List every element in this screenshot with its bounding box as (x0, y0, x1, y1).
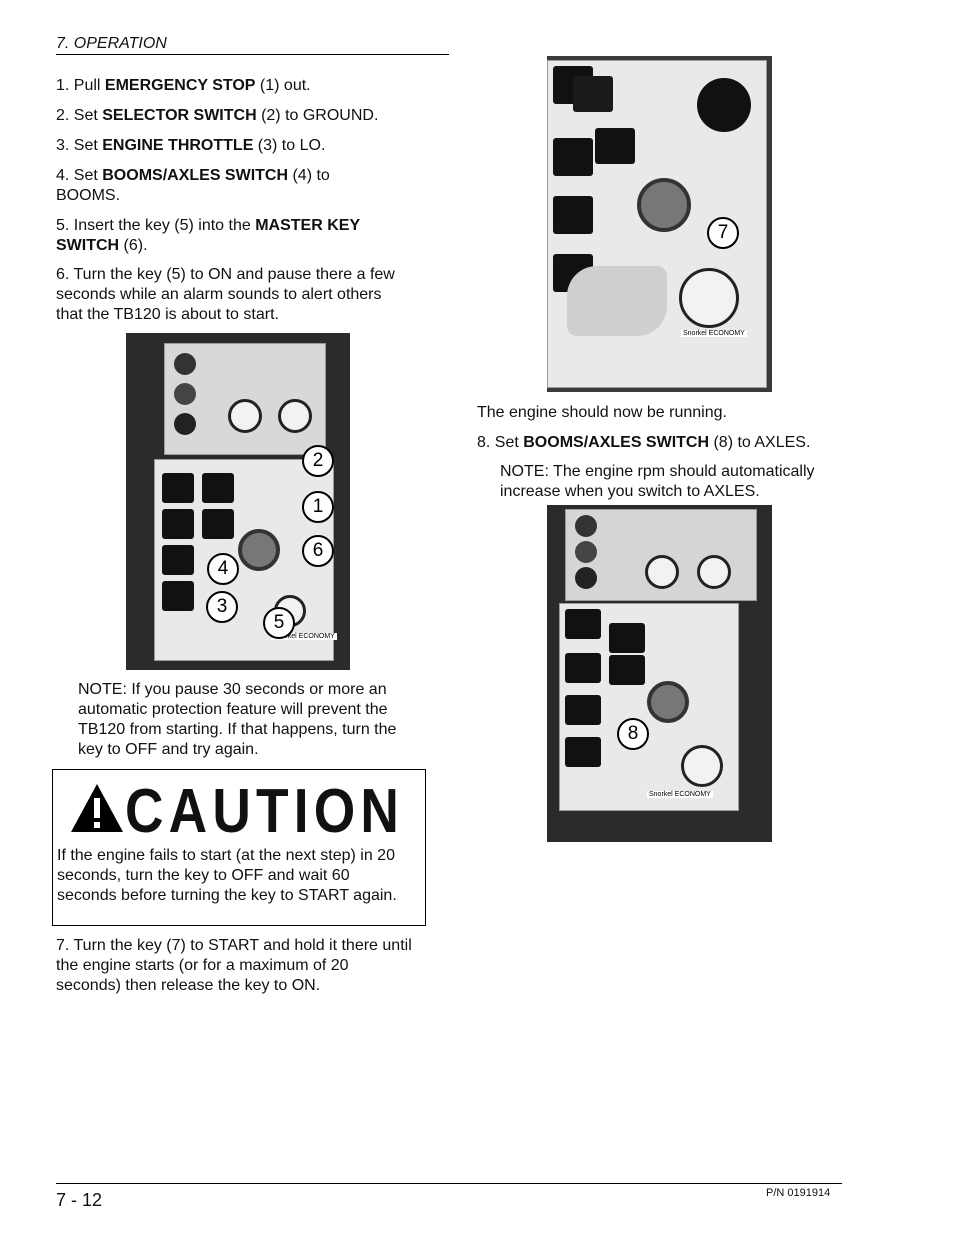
control-switch (162, 473, 194, 503)
step-1-pre: 1. Pull (56, 77, 105, 94)
gauge (228, 399, 262, 433)
emergency-stop-button (238, 529, 280, 571)
step-3: 3. Set ENGINE THROTTLE (3) to LO. (56, 136, 436, 156)
gauge (697, 555, 731, 589)
indicator-light (575, 541, 597, 563)
step-4-bold: BOOMS/AXLES SWITCH (102, 167, 289, 184)
section-header: 7. OPERATION (56, 35, 449, 55)
step-2: 2. Set SELECTOR SWITCH (2) to GROUND. (56, 106, 436, 126)
indicator-light (174, 383, 196, 405)
callout-1: 1 (302, 491, 334, 523)
step-8: 8. Set BOOMS/AXLES SWITCH (8) to AXLES. (477, 433, 857, 453)
indicator-light (575, 567, 597, 589)
step-2-bold: SELECTOR SWITCH (102, 107, 257, 124)
photo-control-box-axles: Snorkel ECONOMY 8 (547, 505, 772, 842)
step-1-bold: EMERGENCY STOP (104, 77, 256, 94)
callout-7: 7 (707, 217, 739, 249)
hour-meter (679, 268, 739, 328)
step-3-bold: ENGINE THROTTLE (102, 137, 254, 154)
photo-control-box-1: Snorkel ECONOMY 2 1 6 4 3 5 (126, 333, 350, 670)
brand-plate: Snorkel ECONOMY (271, 633, 337, 640)
step-4-pre: 4. Set (56, 167, 103, 184)
control-switch (162, 581, 194, 611)
hand-with-key (567, 266, 667, 336)
control-switch (565, 609, 601, 639)
step-5-post: (6). (119, 237, 148, 254)
brand-plate: Snorkel ECONOMY (647, 791, 713, 798)
control-switch (202, 509, 234, 539)
photo-key-start: Snorkel ECONOMY 7 (547, 56, 772, 392)
page-number: 7 - 12 (56, 1190, 103, 1210)
note-pause: NOTE: If you pause 30 seconds or more an… (78, 681, 397, 758)
callout-3: 3 (206, 591, 238, 623)
warning-triangle-icon (71, 784, 123, 832)
indicator-light (174, 353, 196, 375)
step-2-pre: 2. Set (56, 107, 103, 124)
control-switch (565, 653, 601, 683)
callout-5: 5 (263, 607, 295, 639)
throttle-dial (697, 78, 751, 132)
control-switch (595, 128, 635, 164)
callout-4: 4 (207, 553, 239, 585)
step-3-pre: 3. Set (56, 137, 103, 154)
footer-rule (56, 1183, 842, 1184)
callout-6: 6 (302, 535, 334, 567)
hour-meter (681, 745, 723, 787)
step-2-post: (2) to GROUND. (256, 107, 379, 124)
control-switch (162, 545, 194, 575)
step-5: 5. Insert the key (5) into the MASTER KE… (56, 216, 401, 256)
step-5-bold: MASTER KEY SWITCH (56, 217, 360, 254)
caution-box: CAUTION If the engine fails to start (at… (52, 769, 426, 926)
brand-plate: Snorkel ECONOMY (681, 330, 747, 337)
step-4-post: (4) to BOOMS. (56, 167, 330, 204)
callout-2: 2 (302, 445, 334, 477)
part-number: P/N 0191914 (766, 1187, 831, 1199)
note-running: The engine should now be running. (477, 404, 727, 421)
control-switch (609, 623, 645, 653)
step-4: 4. Set BOOMS/AXLES SWITCH (4) to BOOMS. (56, 166, 386, 206)
caution-heading: CAUTION (125, 777, 405, 846)
step-5-pre: 5. Insert the key (5) into the (56, 217, 256, 234)
emergency-stop-button (647, 681, 689, 723)
step-6: 6. Turn the key (5) to ON and pause ther… (56, 266, 395, 323)
control-switch (565, 737, 601, 767)
step-8-bold: BOOMS/AXLES SWITCH (523, 434, 710, 451)
control-switch (553, 138, 593, 176)
gauge (278, 399, 312, 433)
step-1: 1. Pull EMERGENCY STOP (1) out. (56, 76, 436, 96)
control-switch (202, 473, 234, 503)
control-switch (565, 695, 601, 725)
step-8-pre: 8. Set (477, 434, 524, 451)
control-switch (162, 509, 194, 539)
note-rpm: NOTE: The engine rpm should automaticall… (500, 463, 815, 500)
control-switch (609, 655, 645, 685)
indicator-light (174, 413, 196, 435)
callout-8: 8 (617, 718, 649, 750)
control-switch (573, 76, 613, 112)
step-3-post: (3) to LO. (253, 137, 326, 154)
caution-text: If the engine fails to start (at the nex… (57, 847, 397, 904)
emergency-stop-button (637, 178, 691, 232)
indicator-light (575, 515, 597, 537)
control-switch (553, 196, 593, 234)
step-7: 7. Turn the key (7) to START and hold it… (56, 937, 412, 994)
step-1-post: (1) out. (255, 77, 311, 94)
step-8-post: (8) to AXLES. (709, 434, 811, 451)
gauge (645, 555, 679, 589)
